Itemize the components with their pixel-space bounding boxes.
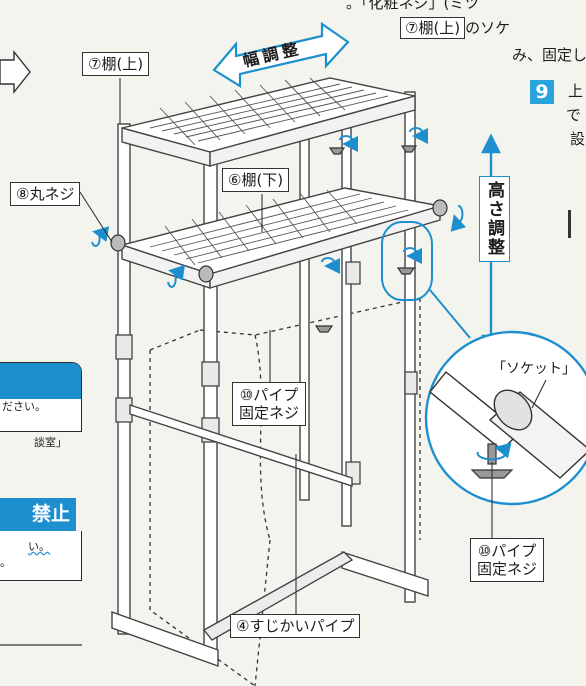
prohibition-text-2: 。 [0, 556, 11, 569]
prohibition-badge: 禁止 [0, 498, 76, 531]
bottom-shelf [119, 187, 441, 289]
bracket-mark [568, 210, 571, 238]
socket-joints [115, 261, 418, 485]
instruction-line-2: み、固定し [512, 46, 586, 64]
round-screw-knobs [110, 199, 448, 283]
step-line-2: で [566, 106, 582, 124]
step-line-1: 上 [568, 82, 584, 100]
label-brace-pipe: ④すじかいパイプ [230, 614, 361, 638]
detail-highlight [381, 221, 471, 339]
back-uprights [299, 91, 416, 603]
label-detail-pipe-screw: ⑩パイプ 固定ネジ [470, 538, 545, 582]
prohibition-panel: い。 。 [0, 531, 82, 581]
prohibition-text-1: い。 [28, 540, 50, 553]
label-shelf-top: ⑦棚(上) [82, 52, 150, 76]
detail-circle [424, 330, 586, 506]
boxed-shelf-reference: ⑦棚(上) [400, 17, 466, 39]
leader-lines [79, 78, 547, 616]
instruction-line-1: ⑦棚(上)のソケ [400, 17, 510, 39]
label-socket: 「ソケット」 [492, 361, 576, 377]
feet [111, 551, 429, 667]
step-line-3: 設 [570, 130, 586, 148]
label-pipe-fixing-screw: ⑩パイプ 固定ネジ [232, 382, 307, 426]
step-number-badge: 9 [530, 80, 554, 104]
height-adjust-label: 高さ調整 [479, 176, 510, 262]
label-shelf-bottom: ⑥棚(下) [222, 168, 290, 192]
caution-text-1: ださい。 [2, 400, 46, 413]
instruction-line-0: 。「化粧ネジ」(ミツ [346, 0, 480, 12]
neighbor-arrow-icon [0, 50, 31, 94]
label-round-screw: ⑧丸ネジ [10, 182, 81, 206]
width-adjust-arrow-icon [212, 21, 350, 88]
caution-panel: ださい。 [0, 362, 82, 432]
front-uprights [117, 123, 218, 651]
toilet-dashed-outline [149, 297, 421, 686]
rotation-arrows-icon [91, 127, 467, 288]
top-shelf [121, 77, 416, 167]
pipe-fixing-screws [314, 145, 418, 333]
caution-panel-header [0, 363, 81, 399]
caution-text-2: 談室」 [34, 436, 67, 449]
